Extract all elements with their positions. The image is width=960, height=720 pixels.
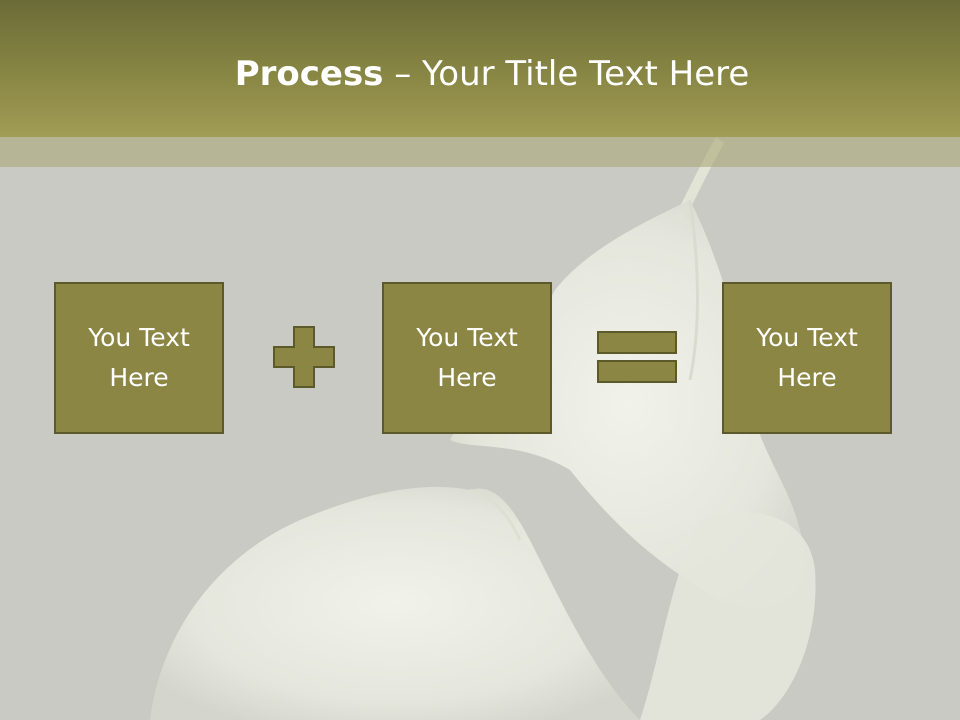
title-rest: – Your Title Text Here [383,54,750,94]
title-bar-band [0,137,960,167]
box-1-line-1: You Text [88,323,190,352]
box-2-line-1: You Text [416,323,518,352]
title-bold: Process [234,54,384,94]
plus-icon [273,326,335,388]
box-3-line-1: You Text [756,323,858,352]
process-box-3: You Text Here [722,282,892,434]
slide-title: Process – Your Title Text Here [0,52,960,96]
box-3-line-2: Here [777,363,837,392]
equals-icon [597,331,677,383]
box-1-line-2: Here [109,363,169,392]
process-box-2: You Text Here [382,282,552,434]
title-bar [0,0,960,137]
process-box-1: You Text Here [54,282,224,434]
box-2-line-2: Here [437,363,497,392]
